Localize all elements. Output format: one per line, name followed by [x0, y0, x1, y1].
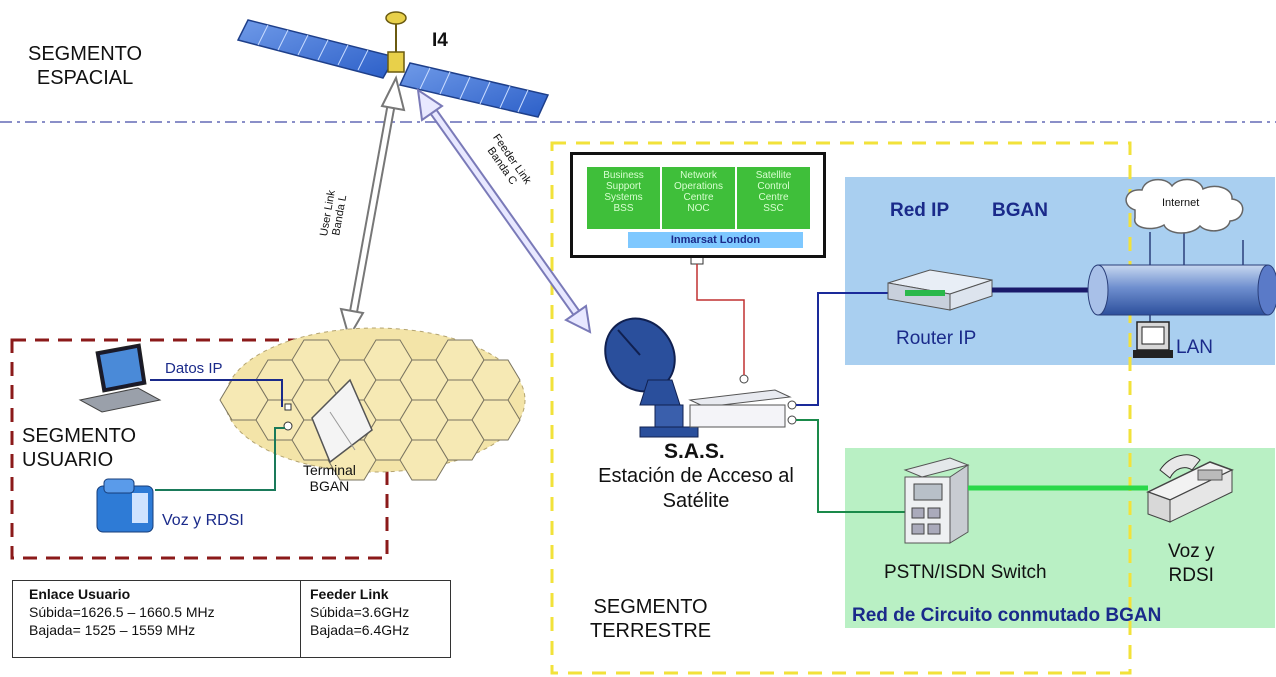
- user-link-frequencies: Enlace Usuario Súbida=1626.5 – 1660.5 MH…: [29, 586, 215, 638]
- internet-cloud-icon: [1125, 178, 1244, 234]
- desk-phone-icon: [1146, 454, 1234, 523]
- sas-router-wire: [796, 292, 888, 406]
- satellite-icon: [236, 11, 550, 118]
- feeder-link-frequencies: Feeder Link Súbida=3.6GHz Bajada=6.4GHz: [310, 586, 410, 638]
- circuit-network-title: Red de Circuito conmutado BGAN: [852, 605, 1162, 626]
- laptop-icon: [78, 343, 162, 413]
- frequency-table: Enlace Usuario Súbida=1626.5 – 1660.5 MH…: [12, 580, 451, 658]
- pstn-switch-label: PSTN/ISDN Switch: [884, 562, 1047, 583]
- table-divider: [300, 581, 301, 657]
- data-ip-label: Datos IP: [165, 360, 223, 377]
- satellite-dish-icon: [604, 317, 699, 438]
- spot-beam-cells: [219, 327, 526, 481]
- sas-equipment-icon: [688, 374, 797, 428]
- bgan-terminal-icon: [283, 378, 373, 464]
- router-icon: [887, 269, 993, 311]
- satellite-name: I4: [432, 30, 448, 51]
- lan-backbone-pipe: [1087, 264, 1276, 316]
- pstn-switch-icon: [903, 457, 970, 544]
- data-ip-wire: [150, 379, 283, 407]
- terrestrial-segment-border: [550, 141, 1132, 675]
- feeder-link-arrow: [416, 87, 592, 334]
- noc-location-label: Inmarsat London: [628, 232, 803, 248]
- ip-phone-icon: [96, 478, 154, 533]
- ip-network-title-a: Red IP: [890, 200, 950, 221]
- noc-wire: [696, 264, 745, 375]
- lan-computer-icon: [1133, 321, 1173, 358]
- user-link-arrow: [339, 75, 406, 340]
- sas-switch-wire: [796, 419, 905, 513]
- voice-wire: [155, 427, 285, 491]
- router-label: Router IP: [896, 328, 977, 349]
- lan-label: LAN: [1176, 337, 1213, 358]
- internet-label: Internet: [1162, 197, 1200, 209]
- ip-network-title-b: BGAN: [992, 200, 1048, 221]
- sas-acronym: S.A.S.: [664, 440, 725, 463]
- voice-rdsi-label: Voz y RDSI: [162, 512, 244, 529]
